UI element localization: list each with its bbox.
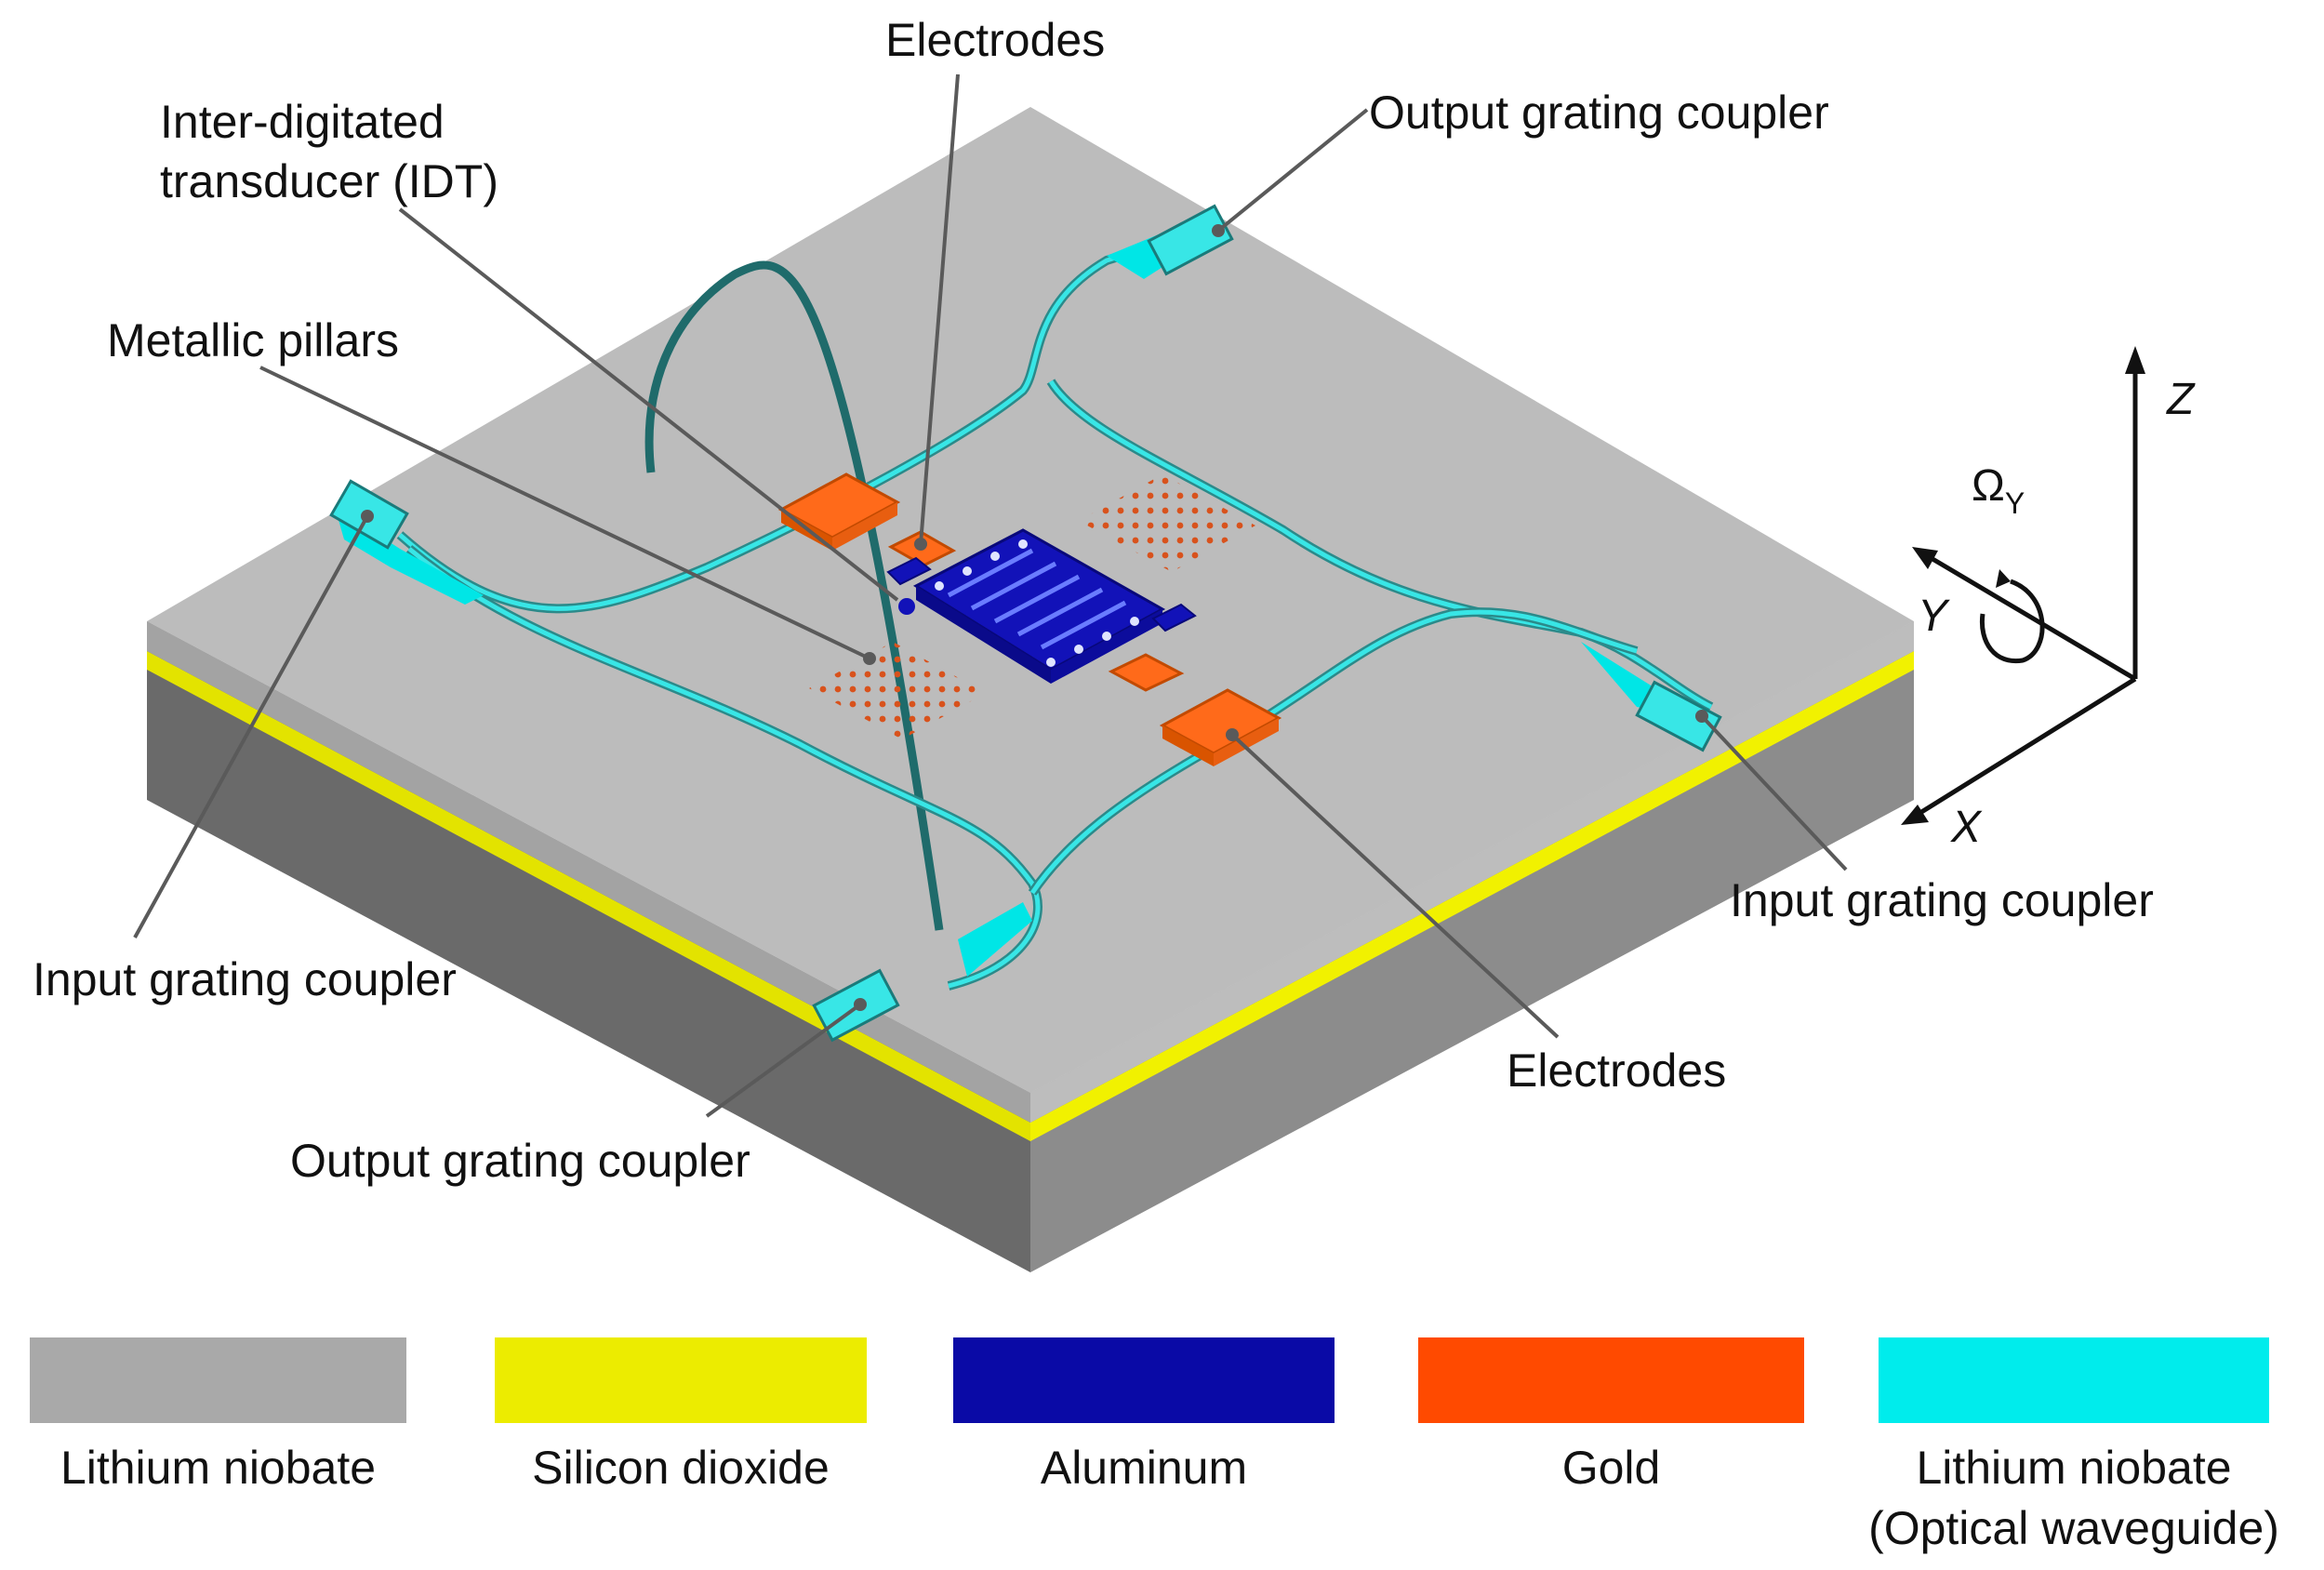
callout-leaders xyxy=(133,73,1848,1118)
output-coupler-top-grating xyxy=(1147,204,1234,276)
omega-y-label: ΩY xyxy=(1972,461,2025,520)
idt-transducer xyxy=(886,528,1197,684)
idt-contact-dot xyxy=(898,598,915,615)
grating-couplers xyxy=(329,204,1722,1043)
legend-label-1: Silicon dioxide xyxy=(532,1442,830,1494)
legend-label-4: Lithium niobate xyxy=(1916,1442,2231,1494)
rotation-arrow-icon xyxy=(1979,579,2045,664)
idt-pad-bottom xyxy=(1108,653,1185,692)
y-arrowhead-icon xyxy=(1912,547,1938,569)
leader-input-coupler-left xyxy=(133,515,369,938)
label-electrodes-bottom: Electrodes xyxy=(1507,1044,1726,1097)
idt-fingers xyxy=(947,548,1127,650)
label-idt-line1: Inter-digitated xyxy=(160,96,445,148)
label-metallic-pillars: Metallic pillars xyxy=(107,314,399,366)
label-output-coupler-top: Output grating coupler xyxy=(1369,86,1829,139)
chip-top-layer-right xyxy=(1030,621,1914,1123)
legend-label-0: Lithium niobate xyxy=(60,1442,376,1494)
chip-top-layer-left xyxy=(147,621,1030,1123)
x-axis-label: X xyxy=(1950,803,1983,852)
pillar-array-left xyxy=(809,642,986,739)
legend-swatch-1 xyxy=(495,1337,867,1423)
legend-swatch-3 xyxy=(1418,1337,1804,1423)
y-axis-line xyxy=(1921,551,2137,682)
idt-arm-right xyxy=(1151,603,1197,632)
oxide-stripe-right xyxy=(1030,651,1914,1141)
leader-output-coupler-bottom xyxy=(705,1003,862,1118)
legend-label-3: Gold xyxy=(1562,1442,1661,1494)
leader-idt xyxy=(398,207,899,602)
leader-electrodes-bottom xyxy=(1230,733,1560,1039)
label-input-coupler-left: Input grating coupler xyxy=(33,953,457,1005)
omega-subscript: Y xyxy=(2005,486,2025,520)
y-axis-label: Y xyxy=(1918,592,1950,641)
legend-swatch-0 xyxy=(30,1337,406,1423)
output-coupler-bottom-taper xyxy=(958,902,1032,977)
coordinate-axes: Z Y X ΩY xyxy=(1901,346,2196,852)
idt-arm-left xyxy=(886,556,932,586)
legend-swatch-2 xyxy=(953,1337,1335,1423)
label-input-coupler-right: Input grating coupler xyxy=(1730,874,2154,926)
leader-electrodes-top xyxy=(919,73,960,545)
leader-input-coupler-right xyxy=(1700,714,1848,871)
label-output-coupler-bottom: Output grating coupler xyxy=(290,1135,750,1187)
gold-electrodes xyxy=(777,472,1282,766)
x-arrowhead-icon xyxy=(1901,805,1929,825)
z-arrowhead-icon xyxy=(2125,346,2145,374)
x-axis-line xyxy=(1909,676,2137,821)
leader-metallic-pillars xyxy=(259,366,870,660)
z-axis-label: Z xyxy=(2166,375,2196,424)
legend-swatch-4 xyxy=(1879,1337,2269,1423)
legend-label-4-line2: (Optical waveguide) xyxy=(1868,1502,2279,1554)
label-electrodes-top: Electrodes xyxy=(885,14,1105,66)
label-idt-line2: transducer (IDT) xyxy=(160,155,498,207)
pillar-array-right xyxy=(1079,474,1255,572)
metallic-pillars xyxy=(809,474,1255,739)
legend-label-2: Aluminum xyxy=(1041,1442,1247,1494)
material-legend: Lithium niobate Silicon dioxide Aluminum Go… xyxy=(30,1337,2279,1554)
oxide-stripe-left xyxy=(147,651,1030,1141)
input-coupler-right-grating xyxy=(1635,680,1722,752)
callout-labels: Electrodes Inter-digitated transducer (I… xyxy=(33,14,2154,1187)
omega-symbol: Ω xyxy=(1972,461,2005,511)
leader-output-coupler-top xyxy=(1216,108,1369,233)
